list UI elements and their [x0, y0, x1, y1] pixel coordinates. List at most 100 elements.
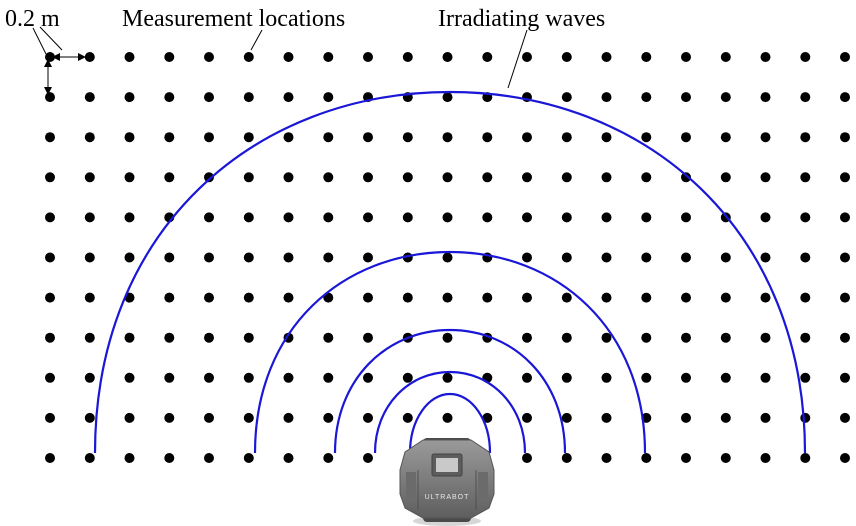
measurement-location-dot: [243, 212, 254, 223]
measurement-location-dot: [402, 292, 413, 303]
measurement-location-dot: [124, 132, 135, 143]
measurement-location-dot: [482, 172, 493, 183]
measurement-location-dot: [760, 212, 771, 223]
irradiating-wave-1: [93, 90, 807, 454]
measurement-location-dot: [45, 292, 55, 303]
measurement-location-dot: [45, 212, 55, 223]
measurement-location-dot: [800, 453, 811, 463]
measurement-location-dot: [840, 92, 850, 103]
measurement-location-dot: [283, 212, 294, 223]
irradiating-waves-label: Irradiating waves: [438, 6, 605, 32]
measurement-location-dot: [243, 372, 254, 383]
measurement-location-dot: [283, 132, 294, 143]
measurement-location-dot: [561, 412, 572, 423]
irradiating-waves-leader-line: [507, 29, 528, 89]
measurement-location-dot: [204, 412, 214, 423]
measurement-location-dot: [800, 132, 811, 143]
measurement-location-dot: [84, 52, 95, 62]
measurement-location-dot: [84, 132, 95, 143]
measurement-location-dot: [800, 412, 811, 423]
measurement-location-dot: [243, 412, 254, 423]
measurement-location-dot: [323, 212, 334, 223]
measurement-location-dot: [800, 332, 811, 343]
measurement-location-dot: [283, 92, 294, 103]
measurement-location-dot: [363, 412, 373, 423]
measurement-location-dot: [402, 172, 413, 183]
measurement-location-dot: [204, 332, 214, 343]
measurement-location-dot: [760, 92, 771, 103]
measurement-location-dot: [482, 412, 493, 423]
measurement-location-dot: [641, 52, 652, 62]
measurement-location-dot: [243, 52, 254, 62]
robot-left-panel: [406, 472, 416, 498]
measurement-location-dot: [681, 453, 691, 463]
measurement-location-dot: [442, 212, 453, 223]
measurement-location-dot: [283, 453, 294, 463]
measurement-location-dot: [720, 453, 731, 463]
measurement-location-dot: [760, 52, 771, 62]
measurement-locations-leader-line: [250, 29, 263, 51]
measurement-location-dot: [720, 172, 731, 183]
measurement-location-dot: [442, 252, 453, 263]
measurement-location-dot: [204, 52, 214, 62]
measurement-location-dot: [760, 132, 771, 143]
measurement-location-dot: [45, 172, 55, 183]
measurement-location-dot: [482, 212, 493, 223]
measurement-location-dot: [681, 132, 691, 143]
measurement-location-dot: [243, 172, 254, 183]
measurement-location-dot: [601, 332, 612, 343]
measurement-location-dot: [323, 332, 334, 343]
measurement-location-dot: [641, 172, 652, 183]
measurement-location-dot: [800, 252, 811, 263]
measurement-location-dot: [601, 412, 612, 423]
measurement-location-dot: [363, 212, 373, 223]
measurement-location-dot: [800, 372, 811, 383]
measurement-location-dot: [720, 52, 731, 62]
measurement-location-dot: [482, 292, 493, 303]
measurement-location-dot: [720, 332, 731, 343]
measurement-location-dot: [243, 453, 254, 463]
measurement-location-dot: [641, 252, 652, 263]
measurement-location-dot: [840, 453, 850, 463]
measurement-location-dot: [164, 332, 175, 343]
measurement-location-dot: [45, 252, 55, 263]
measurement-location-dot: [164, 252, 175, 263]
measurement-location-dot: [164, 52, 175, 62]
measurement-location-dot: [760, 372, 771, 383]
measurement-location-dot: [402, 212, 413, 223]
measurement-location-dot: [323, 172, 334, 183]
measurement-location-dot: [561, 252, 572, 263]
measurement-location-dot: [601, 292, 612, 303]
measurement-location-dot: [124, 332, 135, 343]
measurement-location-dot: [164, 172, 175, 183]
measurement-location-dot: [124, 372, 135, 383]
measurement-location-dot: [84, 453, 95, 463]
measurement-location-dot: [760, 292, 771, 303]
measurement-location-dot: [164, 412, 175, 423]
measurement-location-dot: [681, 372, 691, 383]
measurement-location-dot: [442, 92, 453, 103]
measurement-location-dot: [84, 172, 95, 183]
measurement-location-dot: [681, 292, 691, 303]
measurement-location-dot: [84, 252, 95, 263]
measurement-location-dot: [482, 132, 493, 143]
measurement-location-dot: [283, 372, 294, 383]
measurement-location-dot: [363, 332, 373, 343]
measurement-location-dot: [164, 132, 175, 143]
measurement-locations-grid: [45, 52, 850, 463]
measurement-location-dot: [601, 252, 612, 263]
measurement-location-dot: [522, 132, 532, 143]
measurement-location-dot: [402, 372, 413, 383]
measurement-location-dot: [243, 92, 254, 103]
measurement-location-dot: [84, 92, 95, 103]
measurement-location-dot: [442, 372, 453, 383]
measurement-location-dot: [760, 412, 771, 423]
measurement-location-dot: [45, 332, 55, 343]
measurement-location-dot: [561, 172, 572, 183]
measurement-location-dot: [561, 453, 572, 463]
measurement-location-dot: [840, 252, 850, 263]
measurement-location-dot: [442, 292, 453, 303]
measurement-location-dot: [641, 92, 652, 103]
irradiating-waves: [93, 90, 807, 454]
